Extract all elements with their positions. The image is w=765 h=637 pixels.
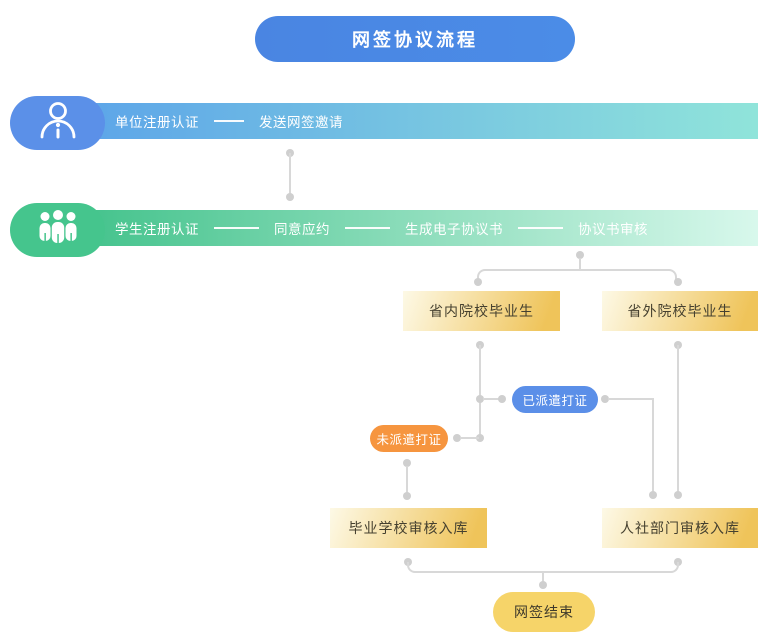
connector-line — [579, 258, 581, 269]
student-lane-bar: 学生注册认证 同意应约 生成电子协议书 协议书审核 — [60, 210, 758, 246]
step-label: 单位注册认证 — [115, 115, 199, 130]
step-label: 学生注册认证 — [115, 222, 199, 237]
title-pill: 网签协议流程 — [255, 16, 575, 62]
person-icon — [36, 99, 80, 148]
connector-dot — [576, 251, 584, 259]
node-label: 已派遣打证 — [522, 394, 588, 408]
step-label: 发送网签邀请 — [259, 115, 343, 130]
group-icon — [35, 209, 81, 252]
step-label: 协议书审核 — [578, 222, 648, 237]
connector-dot — [403, 459, 411, 467]
merge-bracket — [407, 562, 679, 573]
connector-line — [460, 437, 479, 439]
node-label: 未派遣打证 — [376, 433, 442, 447]
connector-dot — [649, 491, 657, 499]
step-label: 同意应约 — [274, 222, 330, 237]
employer-lane-steps: 单位注册认证 发送网签邀请 — [115, 111, 343, 131]
connector-dot — [403, 492, 411, 500]
connector-dot — [674, 278, 682, 286]
connector-dot — [453, 434, 461, 442]
connector-dot — [476, 395, 484, 403]
connector-dot — [286, 193, 294, 201]
node-label: 人社部门审核入库 — [620, 520, 740, 536]
connector-dot — [498, 395, 506, 403]
node-undispatched: 未派遣打证 — [370, 425, 448, 452]
separator-line — [518, 227, 563, 229]
connector-line — [483, 398, 499, 400]
node-province-outside: 省外院校毕业生 — [602, 291, 758, 331]
connector-line — [652, 398, 654, 492]
student-badge — [10, 203, 105, 257]
node-school-audit: 毕业学校审核入库 — [330, 508, 487, 548]
connector-dot — [474, 278, 482, 286]
connector-line — [542, 573, 544, 582]
connector-line — [479, 345, 481, 438]
node-label: 毕业学校审核入库 — [348, 520, 469, 536]
separator-line — [214, 120, 244, 122]
connector-line — [677, 345, 679, 492]
separator-line — [214, 227, 259, 229]
connector-line — [289, 153, 291, 197]
node-label: 省外院校毕业生 — [627, 303, 733, 319]
node-finish: 网签结束 — [493, 592, 595, 632]
page-title: 网签协议流程 — [352, 30, 478, 50]
step-label: 生成电子协议书 — [405, 222, 503, 237]
node-label: 省内院校毕业生 — [429, 303, 534, 319]
connector-dot — [539, 581, 547, 589]
connector-line — [608, 398, 654, 400]
employer-badge — [10, 96, 105, 150]
node-hr-audit: 人社部门审核入库 — [602, 508, 758, 548]
connector-dot — [674, 491, 682, 499]
connector-dot — [601, 395, 609, 403]
node-dispatched: 已派遣打证 — [512, 386, 598, 413]
node-province-inside: 省内院校毕业生 — [403, 291, 560, 331]
employer-lane-bar: 单位注册认证 发送网签邀请 — [60, 103, 758, 139]
branch-bracket — [477, 269, 677, 281]
node-label: 网签结束 — [514, 604, 574, 620]
separator-line — [345, 227, 390, 229]
student-lane-steps: 学生注册认证 同意应约 生成电子协议书 协议书审核 — [115, 218, 648, 238]
connector-dot — [476, 434, 484, 442]
connector-line — [406, 466, 408, 493]
